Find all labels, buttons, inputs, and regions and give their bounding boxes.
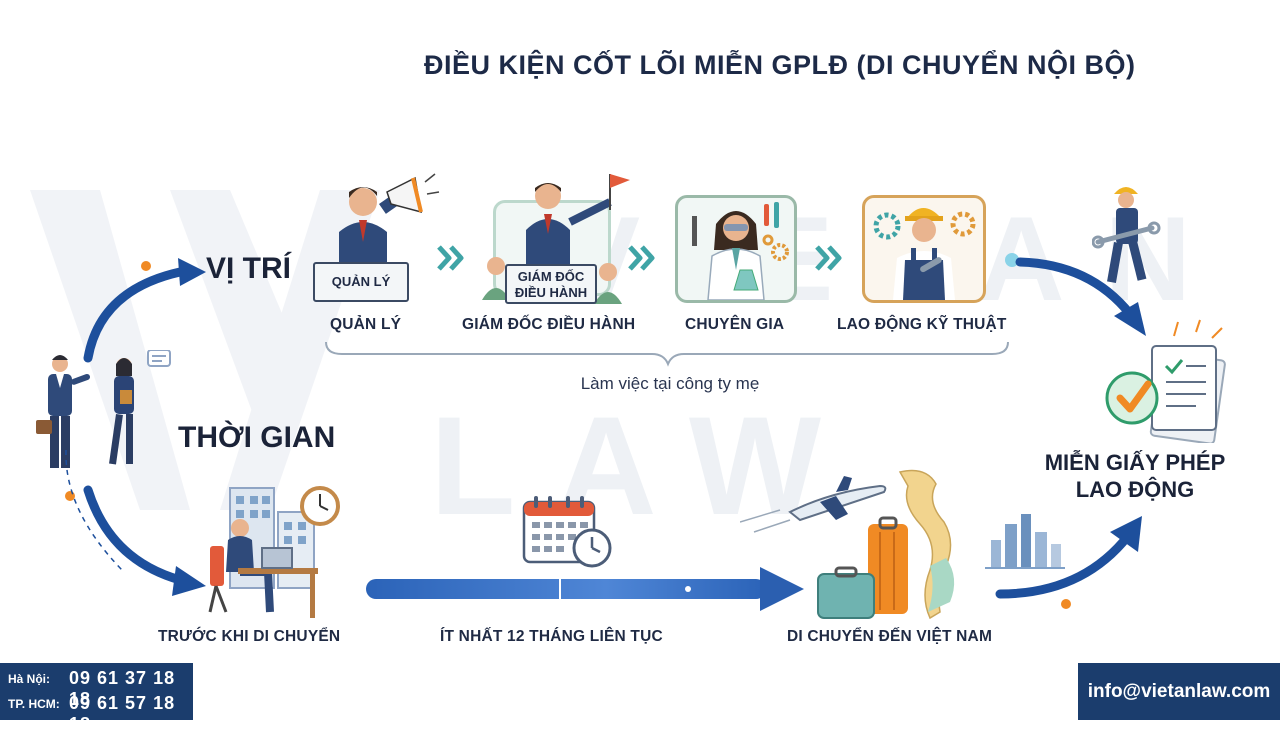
footer-hanoi: Hà Nội: 09 61 37 18 18 [0, 666, 193, 709]
executive-director-tag: GIÁM ĐỐC ĐIỀU HÀNH [505, 264, 597, 304]
scientist-icon [692, 202, 789, 300]
executive-director-tag-line2: ĐIỀU HÀNH [514, 285, 588, 300]
page-title: ĐIỀU KIỆN CỐT LÕI MIỄN GPLĐ (DI CHUYỂN N… [424, 50, 1136, 80]
position-caption-executive-director: GIÁM ĐỐC ĐIỀU HÀNH [462, 316, 636, 333]
position-caption-expert: CHUYÊN GIA [685, 316, 785, 333]
manager-tag: QUẢN LÝ [313, 262, 409, 302]
technical-worker-frame [862, 195, 986, 303]
bracket-label: Làm việc tại công ty mẹ [580, 374, 760, 393]
branch-arrows [65, 258, 206, 596]
footer-phones: Hà Nội: 09 61 37 18 18 TP. HCM: 09 61 57… [0, 663, 193, 734]
footer-hcm-phone[interactable]: 09 61 57 18 18 [69, 693, 176, 734]
worker-with-wrench-icon [1092, 187, 1161, 283]
travel-vietnam-icon [740, 469, 955, 620]
footer-hanoi-label: Hà Nội: [8, 672, 50, 686]
time-branch-label: THỜI GIAN [178, 421, 336, 454]
to-result-arrow-top [1005, 253, 1146, 336]
footer-hanoi-phone[interactable]: 09 61 37 18 18 [69, 668, 176, 709]
footer-hcm-label: TP. HCM: [8, 697, 60, 711]
city-skyline-icon [985, 514, 1065, 569]
chevron-right-icon [628, 245, 655, 271]
timeline-caption-before: TRƯỚC KHI DI CHUYỂN [158, 628, 341, 645]
office-worker-icon [208, 486, 340, 618]
result-line-1: MIỄN GIẤY PHÉP [1044, 450, 1226, 475]
footer-email[interactable]: info@vietanlaw.com [1078, 663, 1280, 720]
footer-hcm: TP. HCM: 09 61 57 18 18 [0, 691, 193, 734]
expert-frame [675, 195, 797, 303]
chevron-right-icon [815, 245, 842, 271]
result-line-2: LAO ĐỘNG [1075, 477, 1195, 502]
to-result-arrow-bottom [995, 516, 1142, 609]
bracket [325, 341, 1009, 367]
timeline-arrow [366, 567, 804, 611]
position-caption-technical-worker: LAO ĐỘNG KỸ THUẬT [837, 316, 1007, 333]
calendar-clock-icon [522, 496, 612, 568]
chevron-right-icon [437, 245, 464, 271]
executive-director-tag-line1: GIÁM ĐỐC [517, 269, 585, 284]
approved-document-icon [1105, 319, 1226, 443]
timeline-caption-duration: ÍT NHẤT 12 THÁNG LIÊN TỤC [440, 628, 663, 645]
timeline-caption-move: DI CHUYỂN ĐẾN VIỆT NAM [787, 628, 993, 645]
position-branch-label: VỊ TRÍ [206, 252, 292, 285]
position-caption-manager: QUẢN LÝ [330, 316, 402, 333]
result-label: MIỄN GIẤY PHÉP LAO ĐỘNG [1010, 449, 1260, 503]
business-people-icon [36, 350, 171, 468]
technical-worker-icon [873, 208, 976, 300]
